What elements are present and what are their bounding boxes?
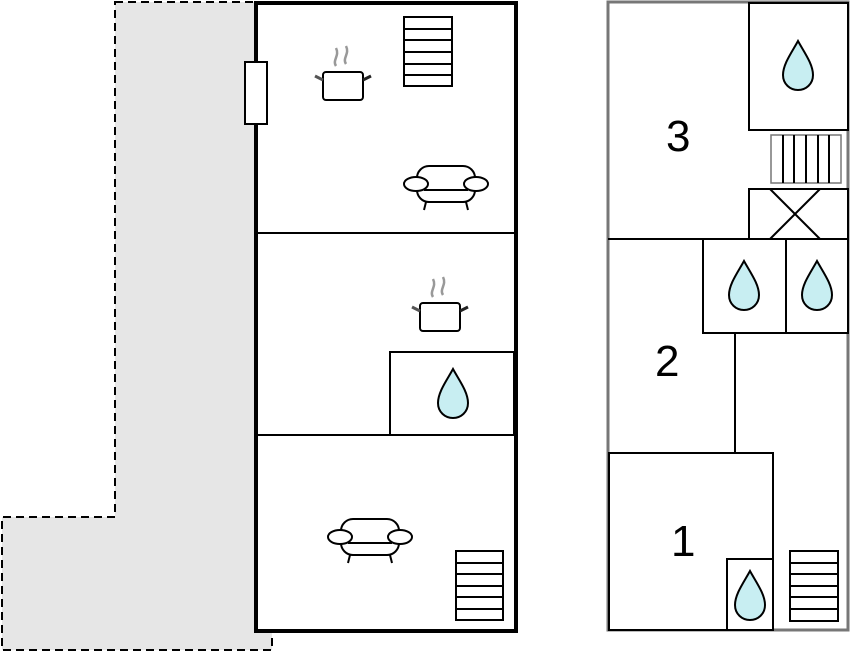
terrace-area (1, 1, 273, 651)
stairs-icon (455, 550, 504, 621)
stairs-icon (789, 550, 839, 622)
bedroom-label-1: 1 (671, 517, 695, 566)
stairs-icon (403, 16, 453, 87)
bedroom-label-3: 3 (666, 112, 690, 161)
door-icon (244, 61, 268, 125)
stairwell-void (748, 188, 849, 240)
bedroom-label-2: 2 (655, 337, 679, 386)
upper-floor: 3 2 1 (606, 0, 850, 632)
ground-floor (244, 1, 518, 633)
stairs-icon (770, 134, 842, 184)
